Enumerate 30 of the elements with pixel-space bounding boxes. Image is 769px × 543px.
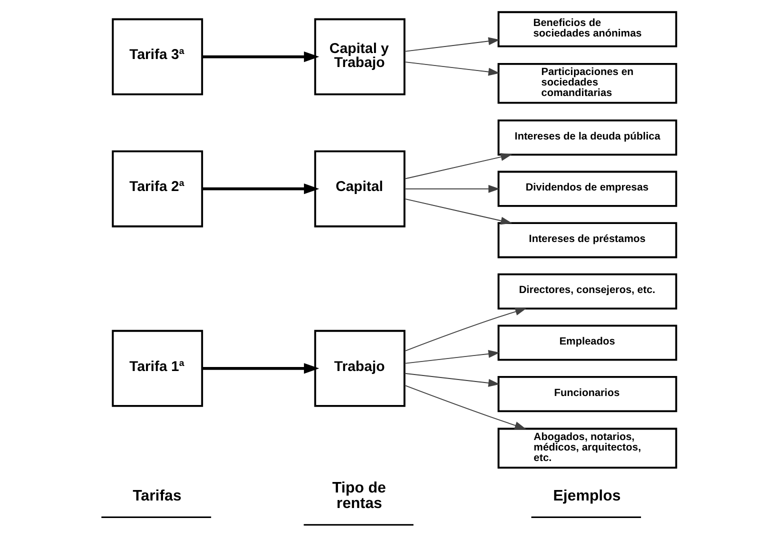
node-box: Trabajo	[314, 330, 405, 407]
arrow	[404, 308, 526, 352]
label: Tarifas	[132, 487, 181, 504]
label: Ejemplos	[552, 487, 620, 504]
node-box: Participaciones en sociedades comanditarias	[497, 62, 677, 104]
arrow	[404, 37, 500, 52]
arrow	[404, 61, 500, 76]
node-box: Beneficios de sociedades anónimas	[497, 11, 677, 48]
arrow	[202, 51, 319, 62]
node-box: Tarifa 3ª	[111, 18, 203, 96]
arrow	[404, 198, 512, 225]
node-box: Funcionarios	[497, 376, 677, 412]
arrow	[404, 184, 500, 193]
label: Tipo de rentas	[332, 480, 386, 512]
arrow	[404, 153, 512, 180]
node-box: Capital y Trabajo	[314, 18, 405, 96]
node-box: Abogados, notarios, médicos, arquitectos, etc.	[497, 428, 677, 469]
arrow	[404, 372, 500, 387]
arrow	[202, 184, 319, 194]
node-box: Tarifa 1ª	[111, 330, 203, 407]
node-box: Tarifa 2ª	[111, 150, 203, 228]
arrow	[404, 350, 500, 364]
node-box: Directores, consejeros, etc.	[497, 273, 677, 310]
node-box: Intereses de la deuda pública	[497, 119, 677, 156]
node-box: Empleados	[497, 324, 677, 361]
arrow	[404, 384, 526, 430]
arrow	[202, 363, 319, 374]
node-box: Dividendos de empresas	[497, 170, 677, 207]
node-box: Intereses de préstamos	[497, 222, 677, 258]
node-box: Capital	[314, 150, 405, 228]
